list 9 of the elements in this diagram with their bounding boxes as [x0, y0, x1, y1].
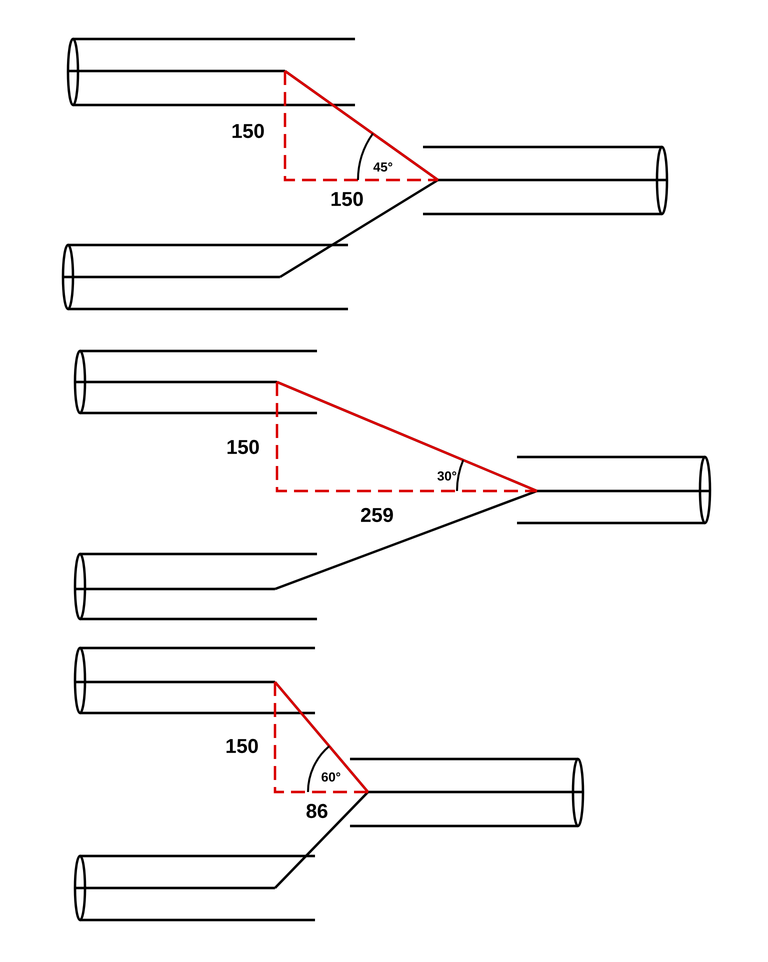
dimension-label: 150 [226, 738, 258, 754]
dimension-label: 150 [232, 124, 264, 138]
angle-label: 60° [322, 772, 340, 782]
dimension-label: 86 [306, 804, 328, 818]
dimension-label: 150 [228, 440, 259, 454]
dimension-label: 259 [361, 508, 393, 522]
angle-label: 30° [437, 471, 456, 481]
dimension-label: 150 [332, 192, 363, 206]
angle-label: 45° [373, 162, 392, 172]
